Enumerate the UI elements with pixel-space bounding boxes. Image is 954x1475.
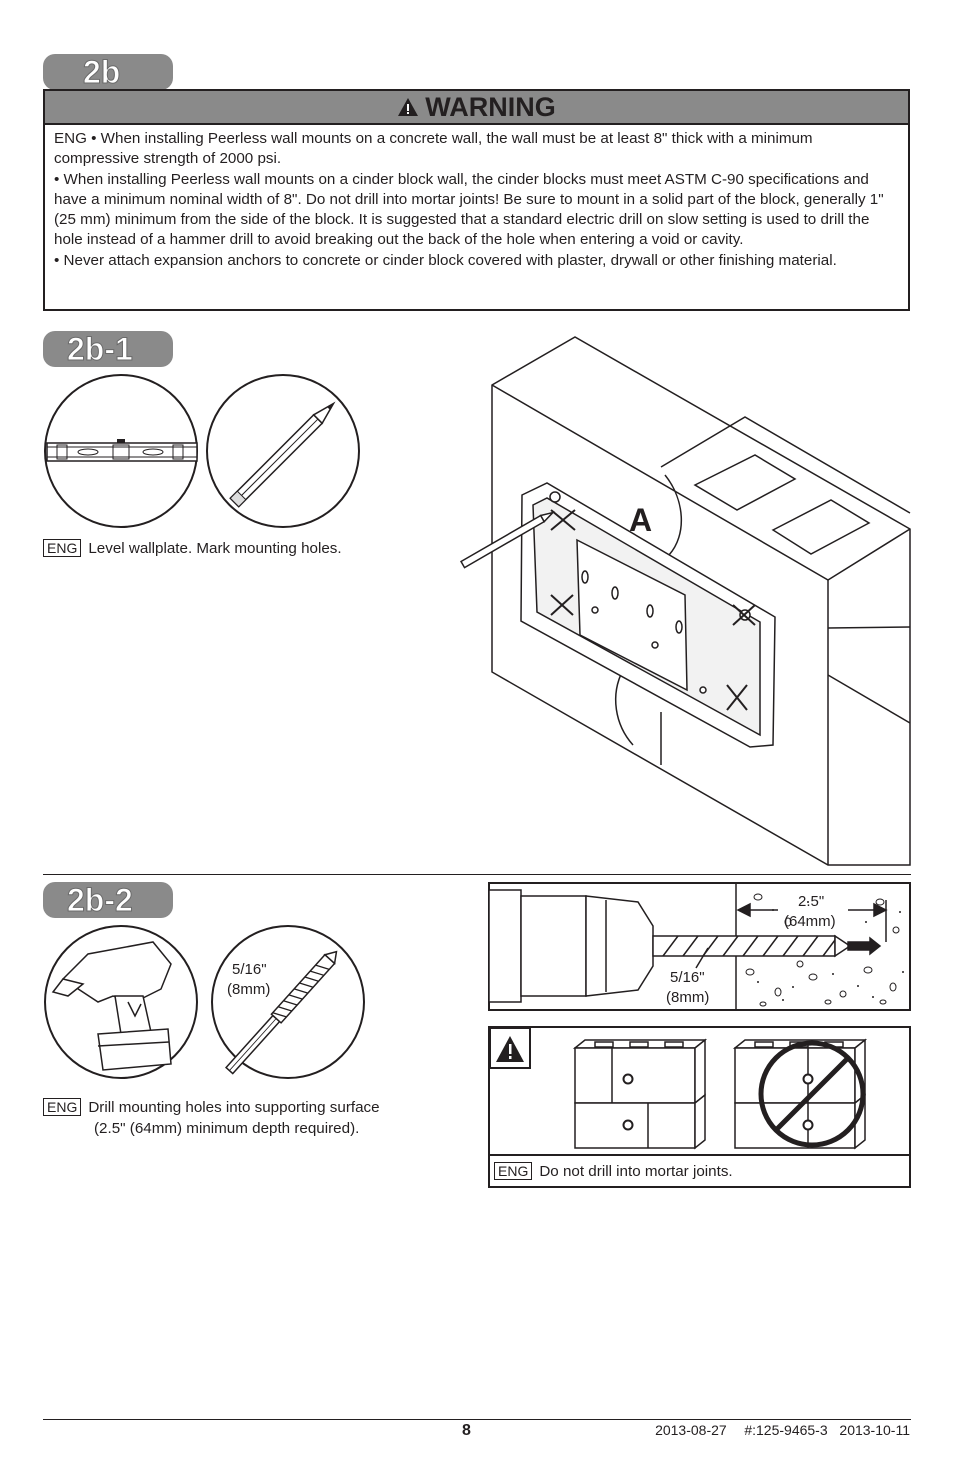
language-badge: ENG xyxy=(43,539,82,557)
step-label: 2b xyxy=(82,54,121,91)
page-number: 8 xyxy=(462,1422,471,1439)
language-badge: ENG xyxy=(494,1162,533,1180)
warning-box: WARNING ENG • When installing Peerless w… xyxy=(43,89,910,311)
section-divider xyxy=(43,874,911,875)
step-2b-2-caption: ENG Drill mounting holes into supporting … xyxy=(43,1097,380,1139)
wallplate-on-cinder-block-illustration: A xyxy=(460,336,911,866)
label-a: A xyxy=(629,502,652,538)
step-label: 2b-1 xyxy=(67,331,134,368)
depth-label: 2.5" xyxy=(798,893,824,910)
drill-size-metric-label: (8mm) xyxy=(666,989,709,1006)
warning-triangle-icon xyxy=(398,98,419,116)
caption-text: Do not drill into mortar joints. xyxy=(539,1163,733,1180)
caption-line-2: (2.5" (64mm) minimum depth required). xyxy=(94,1120,360,1137)
warning-paragraph: • When installing Peerless wall mounts o… xyxy=(54,170,884,249)
warning-triangle-icon xyxy=(496,1036,524,1062)
step-tab-2b-2: 2b-2 xyxy=(43,882,173,919)
step-2b-1-caption: ENG Level wallplate. Mark mounting holes. xyxy=(43,538,342,559)
caption-text: Level wallplate. Mark mounting holes. xyxy=(88,540,342,557)
warning-title: WARNING xyxy=(425,91,556,122)
bit-size-label: 5/16" xyxy=(232,961,267,978)
warning-body: ENG • When installing Peerless wall moun… xyxy=(45,125,908,271)
mortar-caption: ENG Do not drill into mortar joints. xyxy=(494,1161,733,1182)
level-tool-illustration xyxy=(44,374,198,528)
step-tab-2b-1: 2b-1 xyxy=(43,331,173,368)
power-drill-illustration xyxy=(44,925,198,1079)
block-comparison-illustration xyxy=(490,1028,909,1156)
pencil-illustration xyxy=(206,374,360,528)
warning-paragraph: • Never attach expansion anchors to conc… xyxy=(54,251,837,269)
warning-header: WARNING xyxy=(45,91,908,125)
step-tab-2b: 2b xyxy=(43,54,173,91)
footer-rule xyxy=(43,1419,911,1420)
drill-size-label: 5/16" xyxy=(670,969,705,986)
language-badge: ENG xyxy=(43,1098,82,1116)
warning-paragraph: ENG • When installing Peerless wall moun… xyxy=(54,130,813,168)
document-meta: 2013-08-27 #:125-9465-3 2013-10-11 xyxy=(655,1422,910,1438)
prohibited-icon xyxy=(758,1040,866,1148)
step-label: 2b-2 xyxy=(67,882,134,919)
mortar-caution-box: ENG Do not drill into mortar joints. xyxy=(488,1026,911,1188)
drill-bit-illustration: 5/16" (8mm) xyxy=(211,925,365,1079)
depth-metric-label: (64mm) xyxy=(784,913,836,930)
drill-depth-diagram: 2.5" (64mm) 5/16" (8mm) xyxy=(488,882,911,1011)
bit-size-metric-label: (8mm) xyxy=(227,981,270,998)
caption-line-1: Drill mounting holes into supporting sur… xyxy=(88,1099,380,1116)
